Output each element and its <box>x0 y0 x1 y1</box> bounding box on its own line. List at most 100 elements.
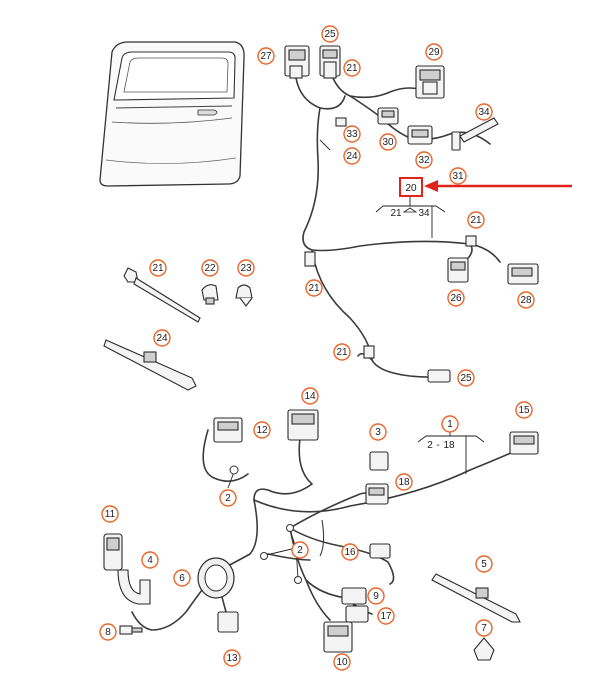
callout-number: 18 <box>398 477 410 488</box>
callout-bubble-26: 26 <box>447 289 465 307</box>
callout-ring <box>425 43 443 61</box>
cable-tie-24 <box>103 339 197 391</box>
callout-ring <box>367 587 385 605</box>
callout-bubble-16: 16 <box>341 543 359 561</box>
callout-number: 25 <box>460 373 472 384</box>
connector-25-lower <box>427 369 451 383</box>
callout-bubble-21: 21 <box>343 59 361 77</box>
callout-ring <box>475 619 493 637</box>
callout-number: 9 <box>373 591 379 602</box>
callout-bubble-1: 1 <box>441 415 459 433</box>
callout-ring <box>291 541 309 559</box>
callout-number: 8 <box>105 627 111 638</box>
cable-tie-21 <box>123 267 201 323</box>
callout-ring <box>379 133 397 151</box>
callout-number: 29 <box>428 47 440 58</box>
callout-number: 7 <box>481 623 487 634</box>
connector-9 <box>341 587 367 605</box>
callout-ring <box>449 167 467 185</box>
callout-number: 21 <box>346 63 358 74</box>
red-arrow <box>424 180 572 192</box>
callout-ring <box>517 291 535 309</box>
callout-number: 6 <box>179 573 185 584</box>
callout-ring <box>457 369 475 387</box>
callout-bubble-23: 23 <box>237 259 255 277</box>
clip-21-lower <box>363 345 375 359</box>
callout-ring <box>253 421 271 439</box>
callout-ring <box>343 125 361 143</box>
callout-number: 13 <box>226 653 238 664</box>
connector-25 <box>319 45 341 79</box>
callout-ring <box>301 387 319 405</box>
callout-number: 30 <box>382 137 394 148</box>
callout-bubble-28: 28 <box>517 291 535 309</box>
callout-ring <box>223 649 241 667</box>
group-label-21: 21 <box>390 208 402 219</box>
clip-7 <box>473 637 495 661</box>
callout-bubble-2: 2 <box>219 489 237 507</box>
callout-ring <box>395 473 413 491</box>
harness-20-bracket <box>375 196 446 238</box>
callout-bubble-18: 18 <box>395 473 413 491</box>
callout-ring <box>475 103 493 121</box>
callout-number: 28 <box>520 295 532 306</box>
clip-34 <box>459 117 499 143</box>
callout-bubble-12: 12 <box>253 421 271 439</box>
callout-bubble-27: 27 <box>257 47 275 65</box>
connector-15 <box>509 431 539 455</box>
callout-ring <box>237 259 255 277</box>
callout-bubble-30: 30 <box>379 133 397 151</box>
callout-bubble-2-2: 2 <box>291 541 309 559</box>
callout-ring <box>475 555 493 573</box>
callout-number: 10 <box>336 657 348 668</box>
connector-11 <box>103 533 123 571</box>
callout-20: 20 <box>405 183 417 194</box>
callout-number: 25 <box>324 29 336 40</box>
callout-ring <box>467 211 485 229</box>
callout-number: 21 <box>152 263 164 274</box>
callout-ring <box>153 329 171 347</box>
callout-number: 3 <box>375 427 381 438</box>
bolt-8 <box>119 625 143 635</box>
callout-bubble-5: 5 <box>475 555 493 573</box>
callout-number: 1 <box>447 419 453 430</box>
clip-21-right <box>465 235 477 247</box>
connector-10 <box>323 621 353 653</box>
callout-number: 15 <box>518 405 530 416</box>
group-label-dash: - <box>436 440 439 451</box>
callout-bubble-11: 11 <box>101 505 119 523</box>
connector-14 <box>287 409 319 441</box>
callout-bubble-3: 3 <box>369 423 387 441</box>
callout-number: 21 <box>470 215 482 226</box>
callout-ring <box>415 151 433 169</box>
callout-number: 31 <box>452 171 464 182</box>
callout-number: 26 <box>450 293 462 304</box>
clip-33 <box>335 117 347 127</box>
group-label-34: 34 <box>418 208 430 219</box>
connector-12 <box>213 417 243 443</box>
callout-bubble-21-5: 21 <box>149 259 167 277</box>
callout-ring <box>333 653 351 671</box>
callout-bubble-13: 13 <box>223 649 241 667</box>
callout-bubble-21-3: 21 <box>305 279 323 297</box>
harness-junction-markers <box>229 465 302 584</box>
callout-bubble-10: 10 <box>333 653 351 671</box>
connector-18 <box>365 483 389 505</box>
connector-16 <box>369 543 391 559</box>
clip-21-vertical <box>304 251 316 267</box>
callout-bubble-15: 15 <box>515 401 533 419</box>
callout-number: 33 <box>346 129 358 140</box>
callout-ring <box>343 59 361 77</box>
callout-bubble-9: 9 <box>367 587 385 605</box>
highlight-box-20 <box>399 177 423 197</box>
callout-ring <box>149 259 167 277</box>
rear-door-illustration <box>99 41 245 187</box>
callout-number: 27 <box>260 51 272 62</box>
group-label-18: 18 <box>443 440 455 451</box>
callout-bubble-21-4: 21 <box>333 343 351 361</box>
callout-number: 32 <box>418 155 430 166</box>
callout-bubble-31: 31 <box>449 167 467 185</box>
callout-ring <box>141 551 159 569</box>
connector-17 <box>345 605 369 623</box>
